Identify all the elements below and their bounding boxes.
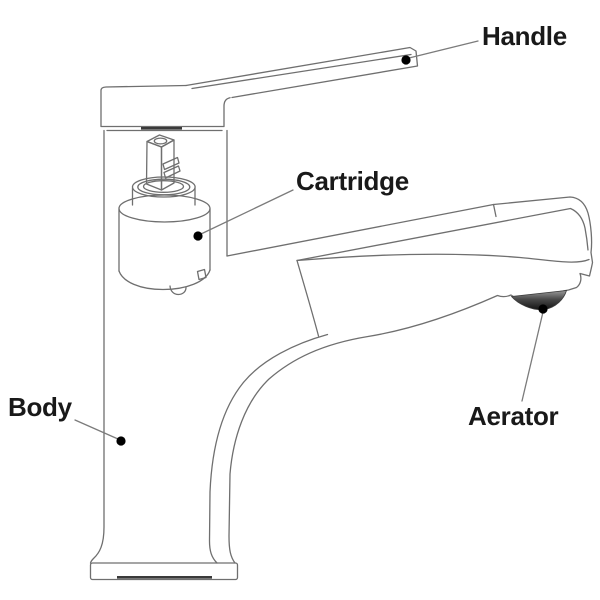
body-column-drawing [89, 129, 329, 564]
aerator-callout: Aerator [468, 304, 559, 431]
spout-arm-drawing [226, 196, 594, 564]
body-label: Body [8, 392, 73, 422]
handle-lever-drawing [185, 46, 419, 99]
base-plate-drawing [89, 562, 239, 581]
handle-leader-line [408, 40, 479, 59]
handle-label: Handle [482, 21, 567, 51]
aerator-point-marker [538, 304, 548, 314]
body-point-marker [116, 436, 126, 446]
cartridge-callout: Cartridge [193, 166, 409, 241]
handle-callout: Handle [401, 21, 567, 65]
cartridge-point-marker [193, 231, 203, 241]
faucet-drawing [89, 46, 594, 581]
body-leader-line [74, 419, 119, 440]
cartridge-label: Cartridge [296, 166, 409, 196]
handle-base-cap-drawing [100, 84, 231, 132]
body-callout: Body [8, 392, 126, 446]
aerator-label: Aerator [468, 401, 559, 431]
cartridge-leader-line [200, 189, 294, 235]
aerator-leader-line [521, 311, 544, 402]
callout-annotations: Handle Cartridge Body Aerator [8, 21, 567, 446]
cartridge-drawing [118, 134, 211, 296]
handle-point-marker [401, 55, 411, 65]
